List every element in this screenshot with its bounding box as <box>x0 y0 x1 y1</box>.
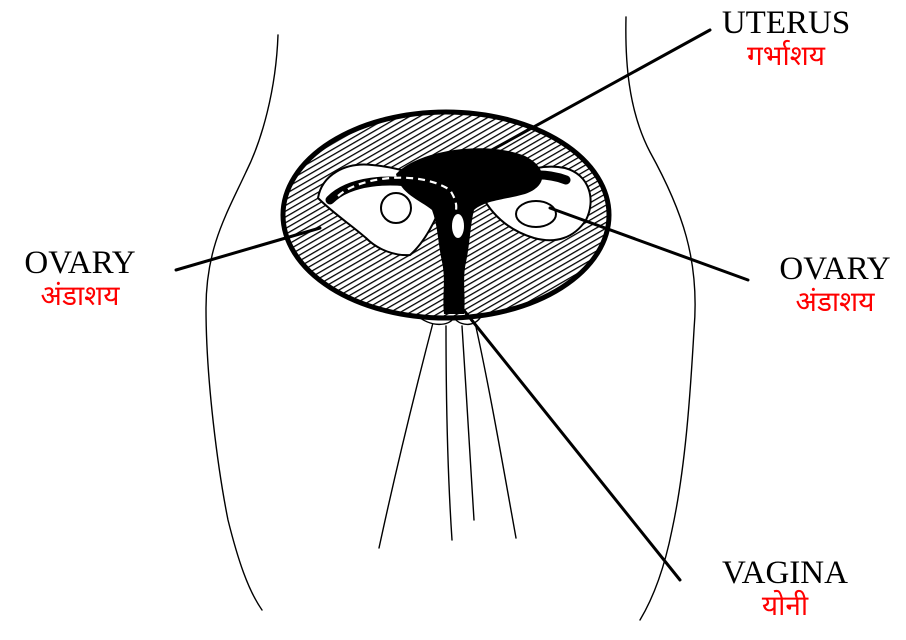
left-ovary <box>381 193 411 223</box>
vagina-label: VAGINA योनी <box>700 556 870 620</box>
uterus-cavity <box>452 214 464 238</box>
left-ovary-label-english: OVARY <box>0 246 160 281</box>
uterus-label-english: UTERUS <box>700 6 872 41</box>
left-leg-mid-outline <box>446 326 452 540</box>
left-leg-inner-outline <box>379 315 435 548</box>
pelvis <box>283 112 609 318</box>
vagina-leader-line <box>462 308 680 580</box>
uterus-label: UTERUS गर्भाशय <box>700 6 872 70</box>
right-torso-outline <box>626 17 695 620</box>
egg-cell <box>343 201 351 209</box>
left-torso-outline <box>206 35 278 610</box>
left-ovary-label: OVARY अंडाशय <box>0 246 160 310</box>
right-ovary-label-hindi: अंडाशय <box>764 287 906 316</box>
uterus-label-hindi: गर्भाशय <box>700 41 872 70</box>
left-ovary-label-hindi: अंडाशय <box>0 281 160 310</box>
right-leg-mid-outline <box>462 326 474 520</box>
right-ovary <box>516 201 556 227</box>
vagina-label-hindi: योनी <box>700 591 870 620</box>
right-ovary-label-english: OVARY <box>764 252 906 287</box>
uterus-leader-line <box>470 30 710 162</box>
right-ovary-label: OVARY अंडाशय <box>764 252 906 316</box>
vagina-label-english: VAGINA <box>700 556 870 591</box>
